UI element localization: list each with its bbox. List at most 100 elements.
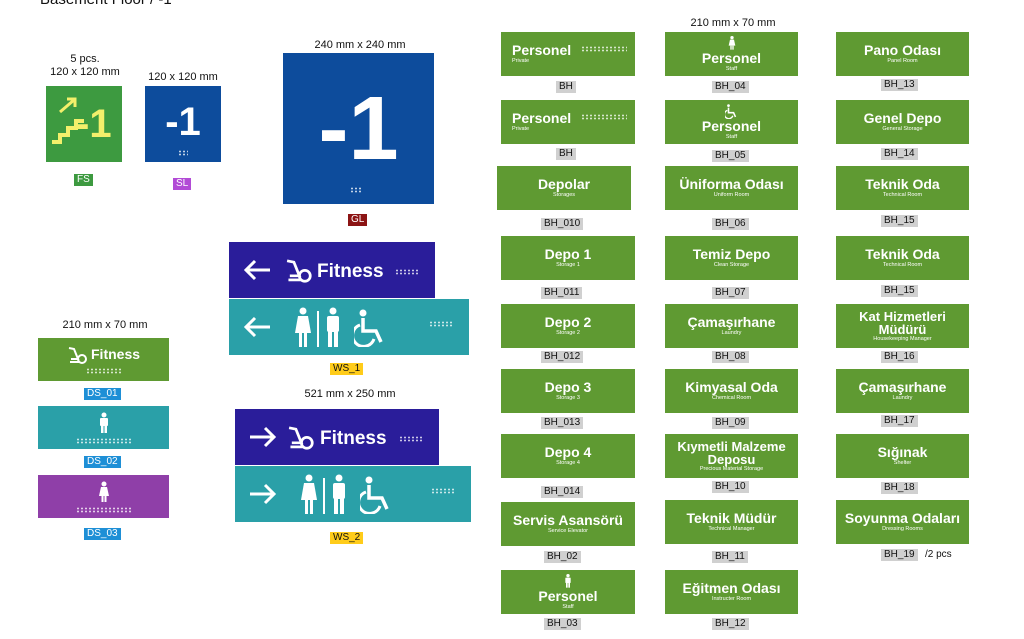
gl-number: -1 xyxy=(318,79,399,179)
sign-subtitle: Precious Material Storage xyxy=(699,465,764,472)
bh-014-code: BH_014 xyxy=(541,486,584,498)
bh-sign: Personel Private xyxy=(501,32,635,76)
ws-2-label: Fitness xyxy=(320,428,387,449)
sl-braille xyxy=(178,150,188,156)
ws-1-bottom-braille xyxy=(429,321,453,327)
bh-012-sign: Depo 2 Storage 2 xyxy=(501,304,635,348)
sign-name: Depo 4 xyxy=(544,444,592,460)
bh-16-sign: Kat Hizmetleri Müdürü Housekeeping Manag… xyxy=(836,304,969,348)
gl-braille xyxy=(350,187,362,193)
bh-13-code: BH_13 xyxy=(881,79,918,91)
sign-subtitle: Housekeeping Manager xyxy=(873,335,932,342)
sign-subtitle: Instructer Room xyxy=(711,596,752,602)
sign-name: Pano Odası xyxy=(863,42,942,58)
gl-code: GL xyxy=(348,214,368,226)
bh-06-code: BH_06 xyxy=(712,218,749,230)
gl-sign: -1 xyxy=(283,53,434,204)
sign-name: Personel xyxy=(701,50,762,66)
stairs-exit-icon xyxy=(52,97,84,144)
bh-03-sign: Personel Staff xyxy=(501,570,635,614)
bh-17-sign: Çamaşırhane Laundry xyxy=(836,369,969,413)
fs-size-label: 120 x 120 mm xyxy=(50,66,120,78)
ws-1-braille xyxy=(395,269,419,275)
sign-name: Temiz Depo xyxy=(692,246,771,262)
arrow-right-icon xyxy=(250,426,277,448)
bh-04-sign: Personel Staff xyxy=(665,32,798,76)
bh-19-quantity-note: /2 pcs xyxy=(925,549,952,560)
bh-15-code: BH_15 xyxy=(881,215,918,227)
sign-name: Depo 3 xyxy=(544,379,592,395)
bh-07-sign: Temiz Depo Clean Storage xyxy=(665,236,798,280)
sign-name: Personel xyxy=(512,110,572,126)
ws-1-label: Fitness xyxy=(317,261,384,282)
bh-15-code: BH_15 xyxy=(881,285,918,297)
bh-011-sign: Depo 1 Storage 1 xyxy=(501,236,635,280)
sign-subtitle: Staff xyxy=(725,133,738,140)
female-icon xyxy=(99,481,109,502)
sign-name: Kat Hizmetleri Müdürü xyxy=(859,308,946,337)
sign-name: Depo 2 xyxy=(544,314,592,330)
bh-sign: Personel Private xyxy=(501,100,635,144)
bh-18-sign: Sığınak Shelter xyxy=(836,434,969,478)
ds-02-sign xyxy=(38,406,169,449)
exercise-bike-icon xyxy=(68,347,87,364)
sign-name: Kimyasal Oda xyxy=(685,379,778,395)
sign-name: Teknik Müdür xyxy=(686,510,777,526)
gl-size-label: 240 mm x 240 mm xyxy=(314,39,406,51)
ws-2-top-sign: Fitness xyxy=(235,409,439,465)
bh-14-code: BH_14 xyxy=(881,148,918,160)
sign-subtitle: Service Elevator xyxy=(547,528,589,534)
sign-subtitle: Private xyxy=(512,58,530,64)
bh-19-code: BH_19 xyxy=(881,549,918,561)
bh-18-code: BH_18 xyxy=(881,482,918,494)
ds-02-code: DS_02 xyxy=(84,456,121,468)
exercise-bike-icon xyxy=(288,426,314,450)
restroom-icon xyxy=(301,474,345,514)
sign-name: Personel xyxy=(538,588,598,604)
exercise-bike-icon xyxy=(286,259,312,283)
fs-sign: -1 xyxy=(46,86,122,162)
sign-braille xyxy=(581,114,627,120)
bh-11-sign: Teknik Müdür Technical Manager xyxy=(665,500,798,544)
wheelchair-icon xyxy=(360,476,389,514)
bh-013-code: BH_013 xyxy=(541,417,584,429)
ds-size-label: 210 mm x 70 mm xyxy=(62,319,148,331)
bh-19-sign: Soyunma Odaları Dressing Rooms xyxy=(836,500,969,544)
restroom-icon xyxy=(295,307,339,347)
bh-13-sign: Pano Odası Panel Room xyxy=(836,32,969,76)
sign-subtitle: Technical Room xyxy=(882,192,923,198)
wheelchair-icon xyxy=(724,103,736,119)
sign-name: Teknik Oda xyxy=(865,246,940,262)
sign-subtitle: Laundry xyxy=(721,330,742,336)
ws-2-braille xyxy=(399,436,423,442)
bh-010-sign: Depolar Storages xyxy=(497,166,631,210)
sign-subtitle: Laundry xyxy=(892,395,913,401)
ws-2-bottom-sign xyxy=(235,466,471,522)
sign-name: Üniforma Odası xyxy=(679,176,784,192)
ds-01-code: DS_01 xyxy=(84,388,121,400)
arrow-left-icon xyxy=(243,259,270,281)
sign-subtitle: Storage 4 xyxy=(556,460,580,466)
bh-08-sign: Çamaşırhane Laundry xyxy=(665,304,798,348)
ds-01-braille xyxy=(86,368,122,374)
bh-011-code: BH_011 xyxy=(541,287,583,299)
sign-subtitle: Technical Manager xyxy=(708,526,755,532)
sign-subtitle: Storages xyxy=(552,192,575,198)
arrow-left-icon xyxy=(243,316,270,338)
bh-12-code: BH_12 xyxy=(712,618,749,630)
sign-subtitle: Uniform Room xyxy=(713,192,750,198)
bh-15-sign: Teknik Oda Technical Room xyxy=(836,236,969,280)
sign-subtitle: Staff xyxy=(562,604,574,610)
sign-name: Eğitmen Odası xyxy=(682,580,781,596)
bh-code: BH xyxy=(556,81,576,93)
sign-name: Teknik Oda xyxy=(865,176,940,192)
bh-15-sign: Teknik Oda Technical Room xyxy=(836,166,969,210)
ws-2-code: WS_2 xyxy=(330,532,364,544)
ds-03-braille xyxy=(76,507,132,513)
sign-subtitle: Private xyxy=(512,126,530,132)
bh-05-code: BH_05 xyxy=(712,150,749,162)
sign-subtitle: General Storage xyxy=(882,126,923,132)
fs-qty-label: 5 pcs. xyxy=(70,53,100,65)
bh-05-sign: Personel Staff xyxy=(665,100,798,144)
fs-code: FS xyxy=(74,174,93,186)
